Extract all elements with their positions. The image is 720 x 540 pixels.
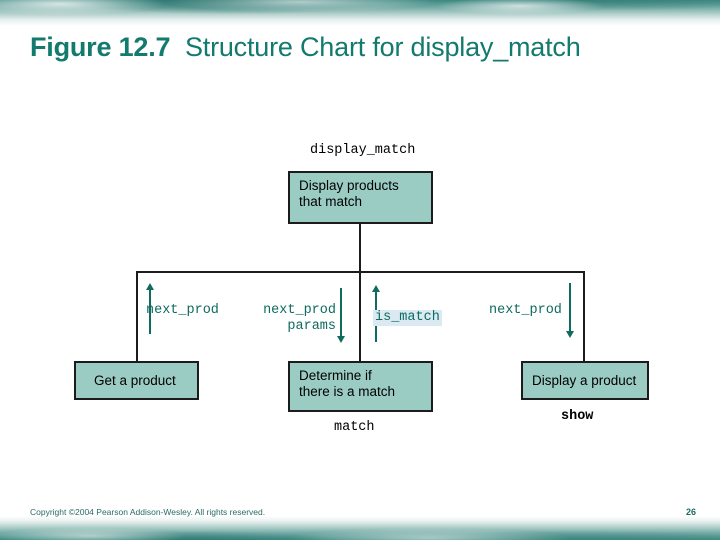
couple-label-next-prod-params-line1: next_prod: [263, 303, 336, 318]
footer-copyright: Copyright ©2004 Pearson Addison-Wesley. …: [30, 507, 266, 517]
connector-root-stem: [359, 224, 361, 272]
arrowhead-next-prod-params-down: [337, 336, 345, 343]
node-display-match-line1: Display products: [299, 178, 399, 193]
connector-to-get-a-product: [136, 271, 138, 362]
couple-label-next-prod-params-line2: params: [287, 319, 336, 334]
flow-shaft-next-prod-left: [149, 290, 151, 334]
node-display-match-line2: that match: [299, 194, 363, 209]
module-name-show: show: [561, 409, 594, 424]
node-display-match[interactable]: Display products that match: [288, 171, 433, 224]
arrowhead-is-match-up: [372, 285, 380, 292]
flow-shaft-next-prod-params-down: [340, 288, 342, 336]
connector-to-determine-match: [359, 271, 361, 362]
arrowhead-next-prod-down-right: [566, 331, 574, 338]
couple-label-next-prod-right: next_prod: [489, 303, 562, 318]
module-name-display-match: display_match: [310, 143, 416, 158]
connector-to-display-a-product: [583, 271, 585, 362]
node-display-a-product-label: Display a product: [532, 372, 637, 388]
node-determine-match-line1: Determine if: [299, 368, 372, 383]
couple-label-is-match: is_match: [373, 310, 442, 326]
node-get-a-product[interactable]: Get a product: [74, 361, 199, 400]
node-determine-match-line2: there is a match: [299, 384, 396, 399]
page-title-text: Structure Chart for display_match: [184, 32, 581, 62]
node-get-a-product-label: Get a product: [94, 372, 176, 388]
node-display-a-product[interactable]: Display a product: [521, 361, 649, 400]
arrowhead-next-prod-up-left: [146, 283, 154, 290]
node-determine-match[interactable]: Determine if there is a match: [288, 361, 433, 412]
flow-shaft-next-prod-right: [569, 283, 571, 331]
couple-label-next-prod-left: next_prod: [146, 303, 219, 318]
footer-page-number: 26: [685, 507, 696, 517]
module-name-match: match: [334, 420, 375, 435]
page-title: Figure 12.7 Structure Chart for display_…: [30, 30, 710, 64]
page-title-figure-number: Figure 12.7: [30, 32, 171, 62]
